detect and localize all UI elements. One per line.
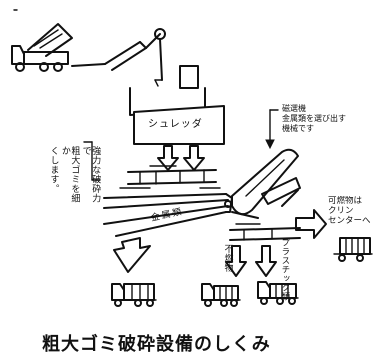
shredder-output-arrows <box>157 145 205 171</box>
shredder-box <box>133 105 225 145</box>
crane-icon <box>71 28 166 87</box>
noncombustible-arrow <box>225 245 247 277</box>
combustible-truck-icon <box>333 237 373 262</box>
separator-pointer <box>265 109 279 150</box>
combustible-label-line-1: 可燃物は <box>328 196 363 206</box>
metals-chute <box>103 193 233 237</box>
plastics-arrow <box>255 245 277 277</box>
combustible-label: 可燃物は クリン センターへ <box>328 196 374 227</box>
diagram-title: 粗大ゴミ破砕設備のしくみ <box>42 334 271 355</box>
crushing-note-line-3: くします。 <box>48 146 59 194</box>
plastics-label: プラスチック類 <box>279 238 290 301</box>
combustible-label-line-2: クリン <box>328 206 354 217</box>
crushing-note-line-1: 強力な破砕力で <box>80 146 101 203</box>
combustible-arrow <box>295 209 327 239</box>
separator-label-line-3: 機械です <box>282 124 314 133</box>
crushing-note-pointer <box>83 141 101 181</box>
metals-truck-icon <box>111 283 157 307</box>
magnetic-separator-label: 磁選機 金属類を選び出す 機械です <box>282 104 346 134</box>
sorting-conveyor <box>229 223 301 241</box>
crushing-note: 強力な破砕力で 粗大ゴミを細か くします。 <box>48 146 101 208</box>
noncombustible-truck-icon <box>201 283 241 307</box>
crushing-note-line-2: 粗大ゴミを細か <box>59 146 80 203</box>
metals-arrow <box>113 237 151 273</box>
plastics-truck-icon <box>257 281 299 305</box>
conveyor-belt <box>119 165 221 189</box>
separator-label-line-2: 金属類を選び出す <box>282 114 346 123</box>
shredder-label: シュレッダ <box>148 119 203 130</box>
dump-truck-icon <box>11 23 73 72</box>
magnetic-separator <box>231 148 301 219</box>
separator-label-line-1: 磁選機 <box>282 104 306 113</box>
combustible-label-line-3: センターへ <box>328 216 371 227</box>
noncombustible-label: 不燃物 <box>222 244 233 273</box>
